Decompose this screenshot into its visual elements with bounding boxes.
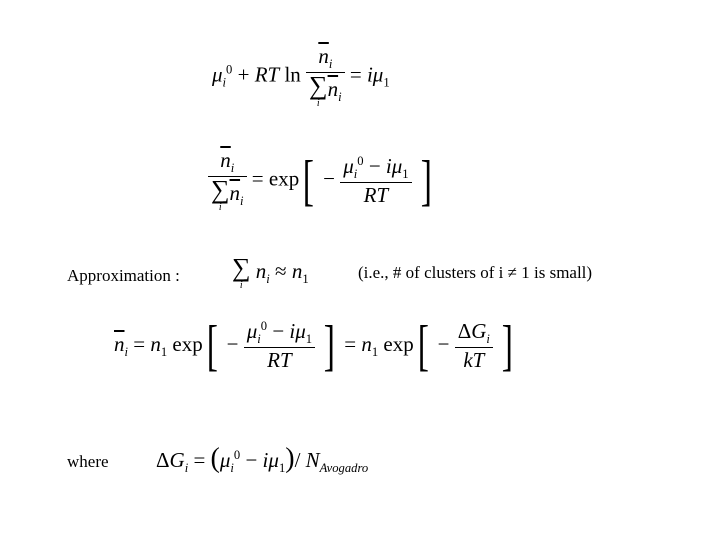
clusters-note: (i.e., # of clusters of i ≠ 1 is small) xyxy=(358,263,593,282)
equation-ni-exp: ni = n1 exp[ − μi0 − iμ1 RT ] = n1 exp[ … xyxy=(114,315,514,377)
where-label: where xyxy=(67,452,109,471)
approximation-equation: ∑i ni ≈ n1 xyxy=(232,253,309,291)
equation-delta-g: ΔGi = (μi0 − iμ1)/ NAvogadro xyxy=(156,443,369,476)
approximation-label: Approximation : xyxy=(67,266,180,285)
